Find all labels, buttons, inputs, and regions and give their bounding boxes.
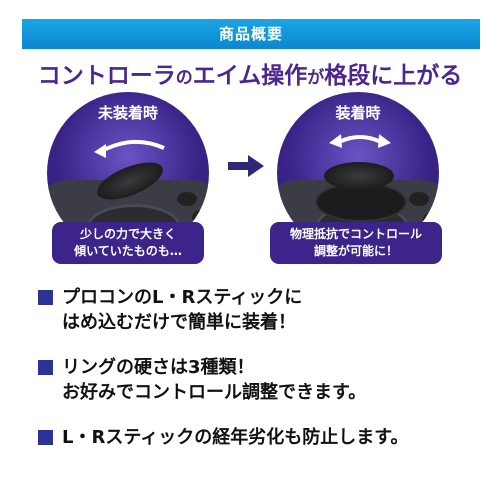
headline-part5: 格段に上がる xyxy=(324,63,463,89)
without-ring-caption: 少しの力で大きく 傾いていたものも… xyxy=(52,222,204,264)
headline: コントローラのエイム操作が格段に上がる xyxy=(0,56,500,90)
feature-item: リングの硬さは3種類！ お好みでコントロール調整できます。 xyxy=(38,355,498,405)
upright-stick-icon xyxy=(324,162,394,190)
curved-arrow-icon xyxy=(94,139,165,158)
section-header: 商品概要 xyxy=(22,19,480,49)
caption-line: 傾いていたものも… xyxy=(74,244,182,258)
caption-line: 物理抵抗でコントロール xyxy=(289,227,422,241)
feature-text: L・Rスティックの経年劣化も防止します。 xyxy=(62,427,409,448)
controller-button xyxy=(177,192,197,206)
without-ring-label: 未装着時 xyxy=(97,104,158,122)
right-arrow-icon xyxy=(228,155,264,177)
with-ring-caption: 物理抵抗でコントロール 調整が可能に！ xyxy=(270,222,442,264)
caption-line: 調整が可能に！ xyxy=(313,244,398,258)
section-header-title: 商品概要 xyxy=(218,25,283,43)
caption-line: 少しの力で大きく xyxy=(79,227,176,241)
headline-part3: エイム操作 xyxy=(192,63,308,89)
bullet-square-icon xyxy=(38,290,53,305)
feature-text: プロコンのL・Rスティックに xyxy=(62,287,303,308)
with-ring-label: 装着時 xyxy=(335,104,381,122)
double-arrow-icon xyxy=(329,134,391,148)
feature-text: はめ込むだけで簡単に装着！ xyxy=(62,312,296,333)
feature-item: L・Rスティックの経年劣化も防止します。 xyxy=(38,425,498,450)
headline-part1: コントローラ xyxy=(37,63,176,89)
feature-list: プロコンのL・Rスティックに はめ込むだけで簡単に装着！ リングの硬さは3種類！… xyxy=(38,285,498,466)
feature-item: プロコンのL・Rスティックに はめ込むだけで簡単に装着！ xyxy=(38,285,498,335)
controller-button xyxy=(409,192,429,206)
bullet-square-icon xyxy=(38,430,53,445)
feature-text: お好みでコントロール調整できます。 xyxy=(62,382,367,403)
headline-part4: が xyxy=(307,68,325,88)
headline-part2: の xyxy=(175,68,193,88)
feature-text: リングの硬さは3種類！ xyxy=(62,357,255,378)
controller-button xyxy=(192,210,209,224)
bullet-square-icon xyxy=(38,360,53,375)
